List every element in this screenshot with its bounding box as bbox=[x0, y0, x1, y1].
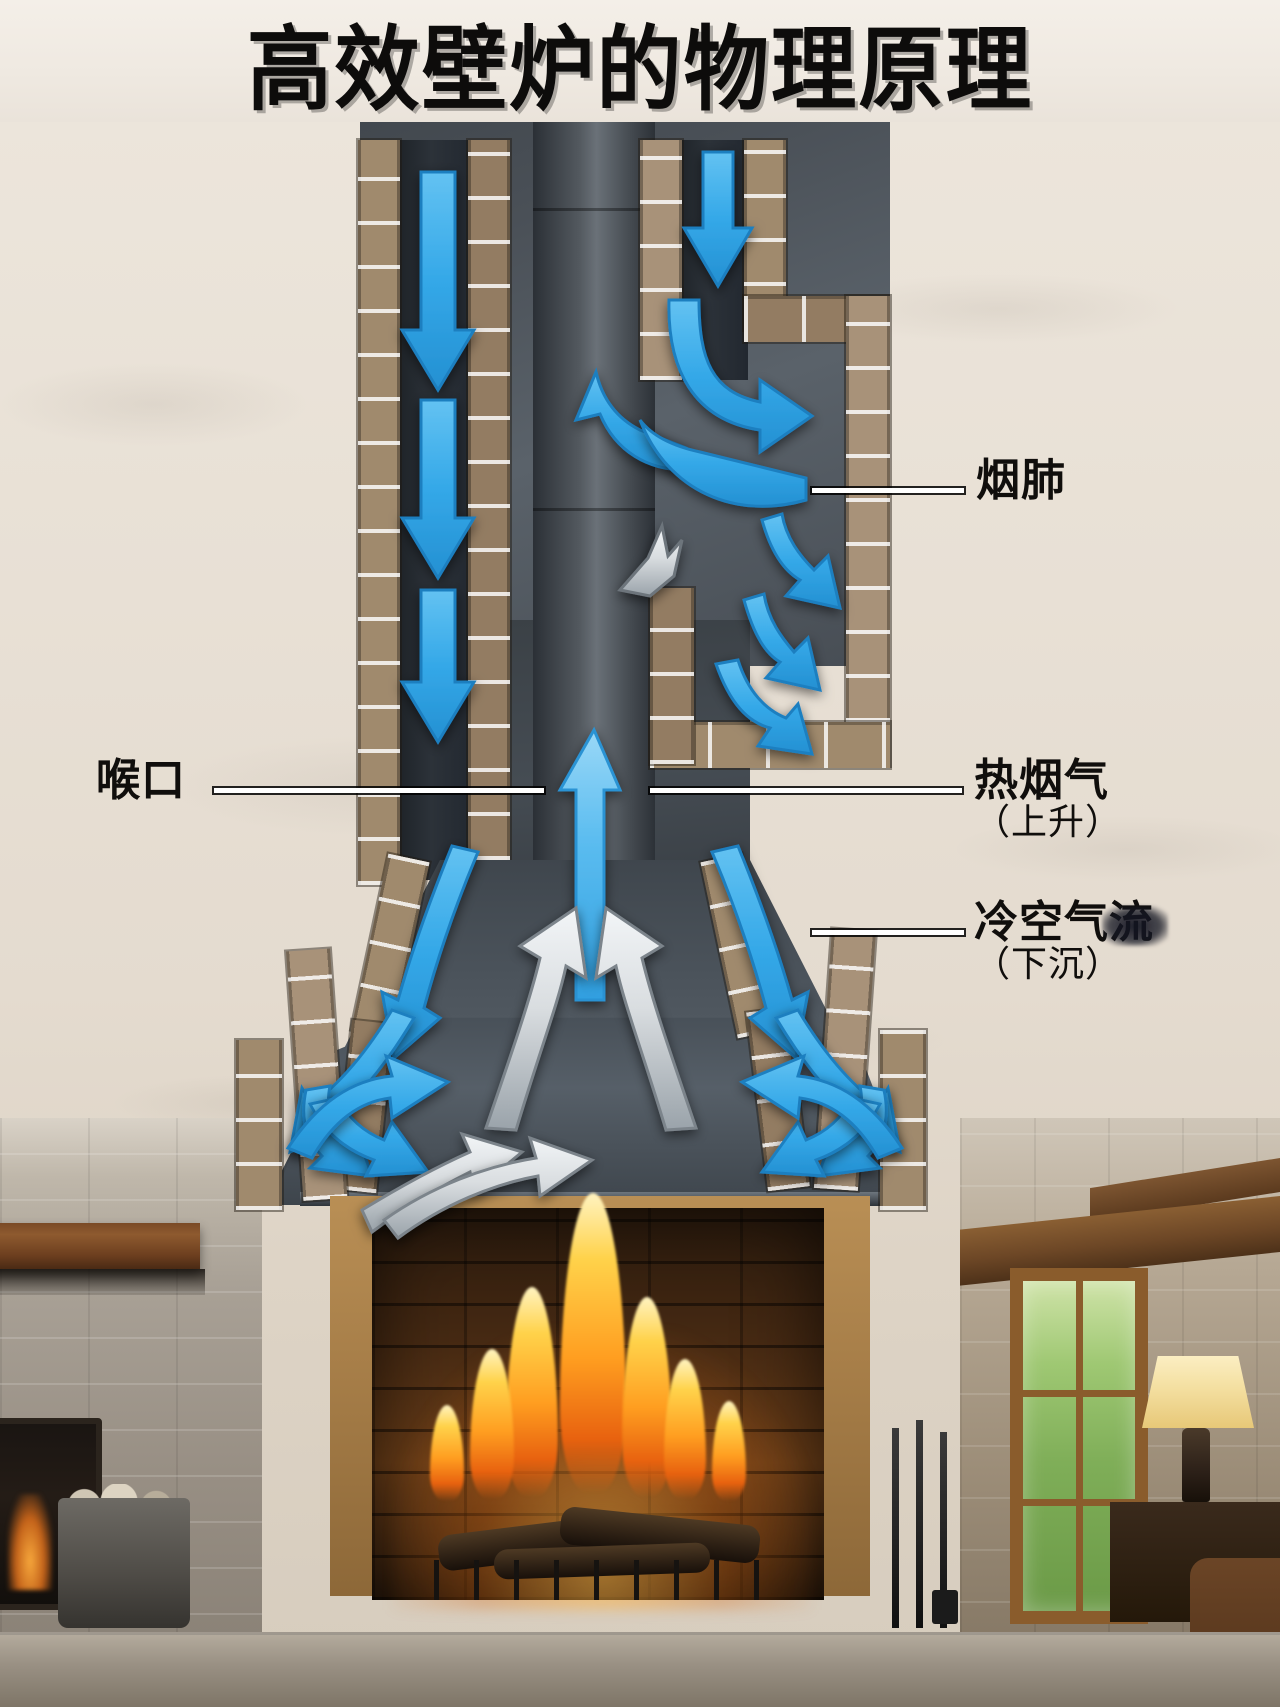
hearth-stone bbox=[0, 1632, 1280, 1707]
label-smoke-chamber: 烟肺 bbox=[976, 455, 1066, 506]
window-mullion-horizontal-2 bbox=[1023, 1498, 1135, 1506]
label-smoke-chamber-main: 烟肺 bbox=[976, 455, 1066, 506]
label-hot-smoke-sub: （上升） bbox=[974, 802, 1123, 844]
room-lower-half bbox=[0, 1118, 1280, 1707]
flue-pipe bbox=[533, 26, 655, 866]
title-band: 高效壁炉的物理原理 bbox=[0, 0, 1280, 123]
leader-line-hot-smoke bbox=[650, 788, 962, 793]
label-hot-smoke-main: 热烟气 bbox=[974, 755, 1109, 806]
page-title: 高效壁炉的物理原理 bbox=[246, 16, 1034, 124]
stone-wall-right bbox=[892, 1118, 1280, 1707]
flue-seam-1 bbox=[533, 208, 655, 211]
brick-pier-left bbox=[236, 1040, 282, 1210]
watermark-obstruction bbox=[1102, 906, 1168, 946]
brick-column-smoke-shelf bbox=[650, 588, 694, 764]
table-lamp-shade bbox=[1142, 1356, 1254, 1428]
leader-line-smoke-chamber bbox=[812, 488, 964, 493]
table-lamp-base bbox=[1182, 1428, 1210, 1502]
label-hot-smoke: 热烟气 （上升） bbox=[974, 755, 1123, 844]
fire-tongs bbox=[916, 1420, 923, 1628]
mantel-shadow bbox=[0, 1269, 205, 1295]
brick-column-inner-right bbox=[640, 140, 682, 380]
label-cold-air-sub: （下沉） bbox=[974, 944, 1123, 986]
stove-fire-glow bbox=[8, 1494, 52, 1590]
cold-air-channel-right bbox=[676, 140, 748, 380]
label-throat-main: 喉口 bbox=[96, 755, 186, 806]
wood-mantel bbox=[0, 1223, 200, 1269]
window-mullion-horizontal-1 bbox=[1023, 1389, 1135, 1397]
window-mullion-vertical bbox=[1076, 1281, 1083, 1611]
brick-column-far-right bbox=[846, 296, 890, 766]
flue-seam-2 bbox=[533, 508, 655, 511]
fire-shovel-head bbox=[932, 1590, 958, 1624]
brick-column-outer-left bbox=[358, 140, 400, 885]
log-bucket bbox=[58, 1498, 190, 1628]
brick-column-inner-left bbox=[468, 140, 510, 860]
leader-line-cold-air bbox=[812, 930, 964, 935]
fire-brush bbox=[940, 1432, 947, 1628]
label-throat: 喉口 bbox=[96, 755, 186, 806]
brick-pier-right bbox=[880, 1030, 926, 1210]
fire-grate bbox=[430, 1560, 774, 1600]
fire-poker bbox=[892, 1428, 899, 1628]
leader-line-throat bbox=[214, 788, 544, 793]
stone-wall-left bbox=[0, 1118, 262, 1707]
cold-air-channel-left bbox=[396, 140, 474, 880]
fireplace-tool-set bbox=[882, 1418, 992, 1628]
